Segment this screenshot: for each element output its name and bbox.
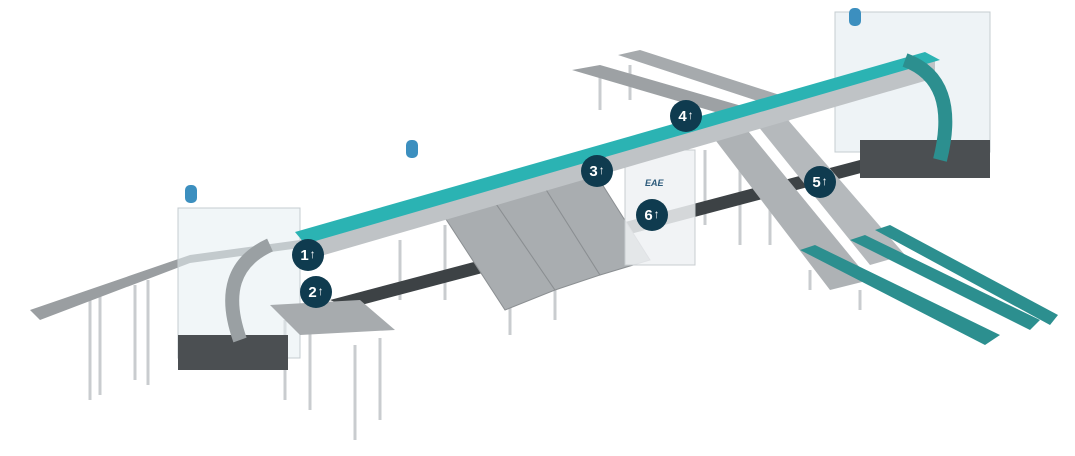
pointer-arrow-icon: ↑ [598, 163, 605, 177]
hotspot-marker-6[interactable]: 6↑ [636, 199, 668, 231]
spiral-conveyor-left [225, 238, 274, 343]
hotspot-marker-2[interactable]: 2↑ [300, 276, 332, 308]
marker-number: 6 [644, 206, 653, 224]
cabinet-brand-label: EAE [645, 178, 664, 188]
spiral-conveyor [902, 53, 953, 162]
pointer-arrow-icon: ↑ [317, 284, 324, 298]
hotspot-marker-1[interactable]: 1↑ [292, 239, 324, 271]
pointer-arrow-icon: ↑ [821, 174, 828, 188]
gravity-chutes [439, 164, 651, 311]
main-conveyor-frame [300, 58, 935, 262]
marker-number: 3 [589, 162, 598, 180]
diagonal-outfeed-a [700, 115, 870, 290]
lower-feed-conveyor [270, 300, 395, 335]
hotspot-marker-5[interactable]: 5↑ [804, 166, 836, 198]
marker-number: 1 [300, 246, 309, 264]
marker-number: 4 [678, 107, 687, 125]
pointer-arrow-icon: ↑ [687, 108, 694, 122]
pointer-arrow-icon: ↑ [309, 247, 316, 261]
scanner-icons [185, 8, 861, 203]
main-conveyor-belt [295, 52, 940, 244]
marker-number: 2 [308, 283, 317, 301]
pointer-arrow-icon: ↑ [653, 207, 660, 221]
outfeed-lanes [800, 225, 1058, 345]
marker-number: 5 [812, 173, 821, 191]
hotspot-marker-3[interactable]: 3↑ [581, 155, 613, 187]
hotspot-marker-4[interactable]: 4↑ [670, 100, 702, 132]
